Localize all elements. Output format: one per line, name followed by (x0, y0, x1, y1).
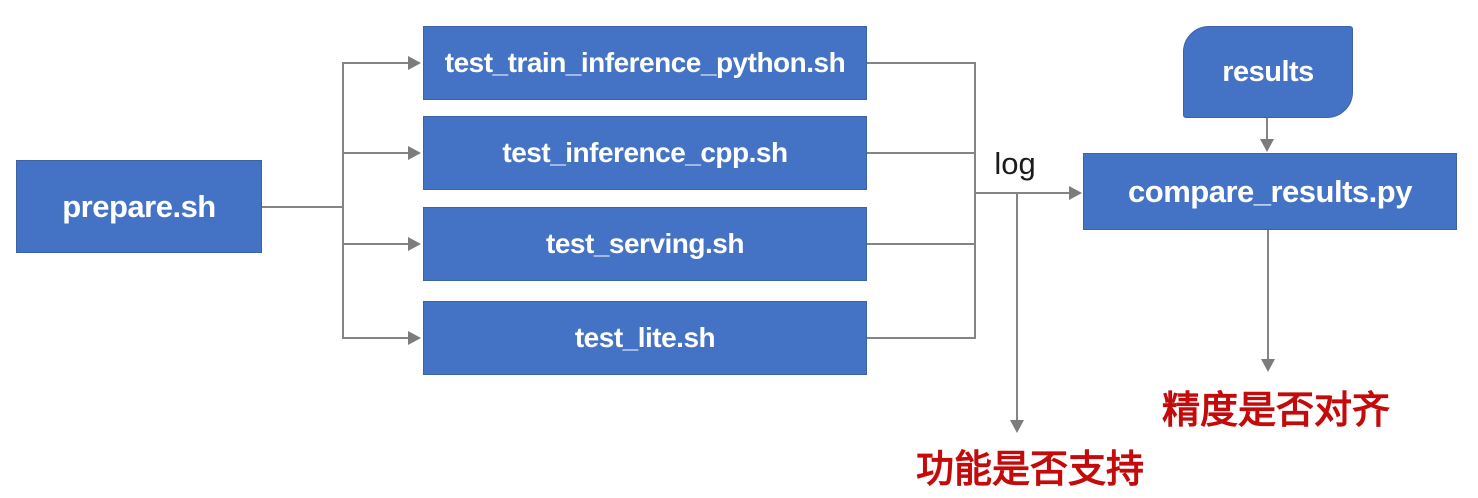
connector-collect-4 (867, 337, 975, 339)
connector-log-down (1016, 193, 1018, 421)
connector-collect-1 (867, 62, 975, 64)
arrowhead-branch-2 (408, 146, 421, 160)
connector-log-to-compare (974, 192, 1070, 194)
connector-left-trunk (342, 62, 344, 339)
edge-label-log: log (994, 146, 1036, 181)
outcome-accuracy-aligned: 精度是否对齐 (1162, 390, 1391, 432)
node-results: results (1183, 26, 1353, 118)
arrowhead-compare-down (1261, 359, 1275, 372)
connector-collect-3 (867, 243, 975, 245)
node-test-lite-sh: test_lite.sh (423, 301, 867, 375)
node-test-serving-sh: test_serving.sh (423, 207, 867, 281)
node-test-train-inference-python-sh: test_train_inference_python.sh (423, 26, 867, 100)
connector-branch-2 (342, 152, 408, 154)
outcome-function-support: 功能是否支持 (916, 449, 1145, 491)
connector-results-down (1266, 118, 1268, 140)
connector-collect-2 (867, 152, 975, 154)
arrowhead-log-down (1010, 420, 1024, 433)
connector-branch-4 (342, 337, 408, 339)
node-compare-results-py: compare_results.py (1083, 153, 1457, 230)
connector-prepare-out (262, 206, 343, 208)
arrowhead-log-to-compare (1069, 186, 1082, 200)
connector-compare-down (1267, 230, 1269, 360)
node-prepare-sh: prepare.sh (16, 160, 262, 253)
connector-right-trunk (974, 62, 976, 339)
arrowhead-branch-4 (408, 331, 421, 345)
node-test-inference-cpp-sh: test_inference_cpp.sh (423, 116, 867, 190)
arrowhead-branch-3 (408, 237, 421, 251)
arrowhead-results-down (1260, 139, 1274, 152)
arrowhead-branch-1 (408, 56, 421, 70)
connector-branch-1 (342, 62, 408, 64)
connector-branch-3 (342, 243, 408, 245)
